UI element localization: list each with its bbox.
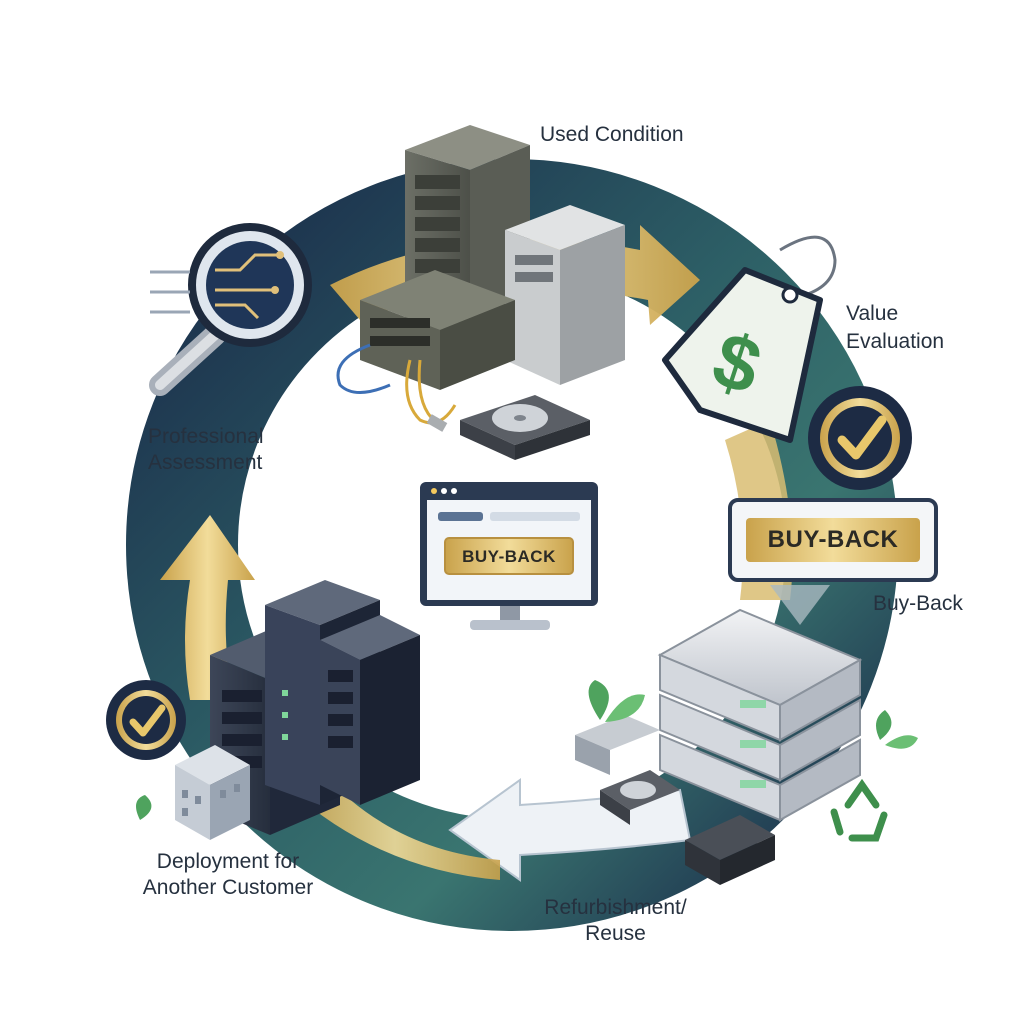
hard-drive-icon xyxy=(460,395,590,460)
label-deployment: Deployment for Another Customer xyxy=(108,849,348,901)
label-professional-assessment: Professional Assessment xyxy=(148,424,264,476)
refurbished-servers xyxy=(575,608,863,885)
label-deploy-line-1: Deployment for xyxy=(156,850,300,873)
label-assess-line-1: Professional xyxy=(148,425,264,448)
building-icon xyxy=(175,745,250,840)
label-refurb-line-2: Reuse xyxy=(585,922,646,945)
label-refurb-line-1: Refurbishment/ xyxy=(544,896,687,919)
label-deploy-line-2: Another Customer xyxy=(142,876,314,899)
arrow-right-head xyxy=(770,585,830,625)
price-tag-icon: $ xyxy=(662,235,837,443)
monitor-icon xyxy=(420,482,598,630)
label-refurbishment: Refurbishment/ Reuse xyxy=(528,895,703,947)
used-servers xyxy=(336,125,625,460)
buyback-badge-label: BUY-BACK xyxy=(767,526,899,553)
label-used-condition: Used Condition xyxy=(540,123,684,146)
recycle-icon xyxy=(830,778,888,842)
label-value-evaluation: Value Evaluation xyxy=(846,300,944,356)
label-value-line-1: Value xyxy=(846,302,899,325)
label-assess-line-2: Assessment xyxy=(148,451,263,474)
checkmark-badge-icon xyxy=(808,386,912,490)
buyback-badge xyxy=(728,498,938,582)
label-buy-back: Buy-Back xyxy=(873,592,963,615)
monitor-buyback-button[interactable]: BUY-BACK xyxy=(462,547,556,566)
checkmark-badge-icon xyxy=(106,680,186,760)
deployment-servers xyxy=(210,580,420,835)
magnifier-icon xyxy=(149,223,312,396)
arrow-left xyxy=(160,515,255,700)
leaf-icon xyxy=(136,680,918,820)
arrow-bottom-gold xyxy=(290,770,500,880)
label-value-line-2: Evaluation xyxy=(846,330,945,353)
